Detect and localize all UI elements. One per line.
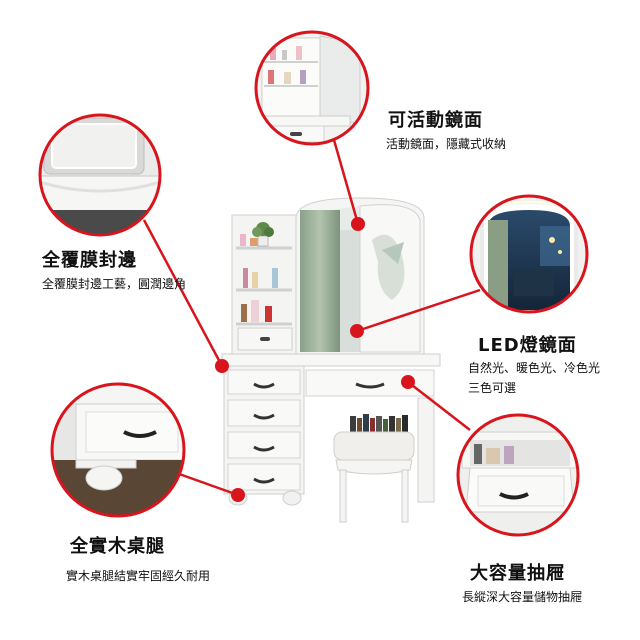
vanity-desk	[221, 197, 441, 523]
feature-title-legs: 全實木桌腿	[70, 536, 165, 557]
feature-title-led: LED燈鏡面	[478, 335, 577, 356]
detail-mirror-cabinet	[254, 30, 370, 146]
detail-led-mirror	[469, 194, 589, 314]
feature-title-edge: 全覆膜封邊	[42, 250, 137, 271]
feature-desc-led: 自然光、暖色光、冷色光三色可選	[468, 361, 601, 395]
detail-large-drawer	[456, 413, 580, 537]
feature-desc-drawer: 長縱深大容量儲物抽屜	[462, 590, 583, 604]
detail-wood-leg	[50, 382, 186, 518]
feature-desc-edge: 全覆膜封邊工藝，圓潤邊角	[42, 277, 187, 291]
feature-desc-legs: 實木桌腿結實牢固經久耐用	[66, 569, 211, 583]
callout-dots	[215, 217, 415, 502]
feature-title-mirror: 可活動鏡面	[388, 110, 483, 131]
callout-lines	[142, 139, 481, 497]
feature-title-drawer: 大容量抽屜	[470, 563, 565, 584]
feature-desc-mirror: 活動鏡面，隱藏式收納	[386, 137, 507, 151]
